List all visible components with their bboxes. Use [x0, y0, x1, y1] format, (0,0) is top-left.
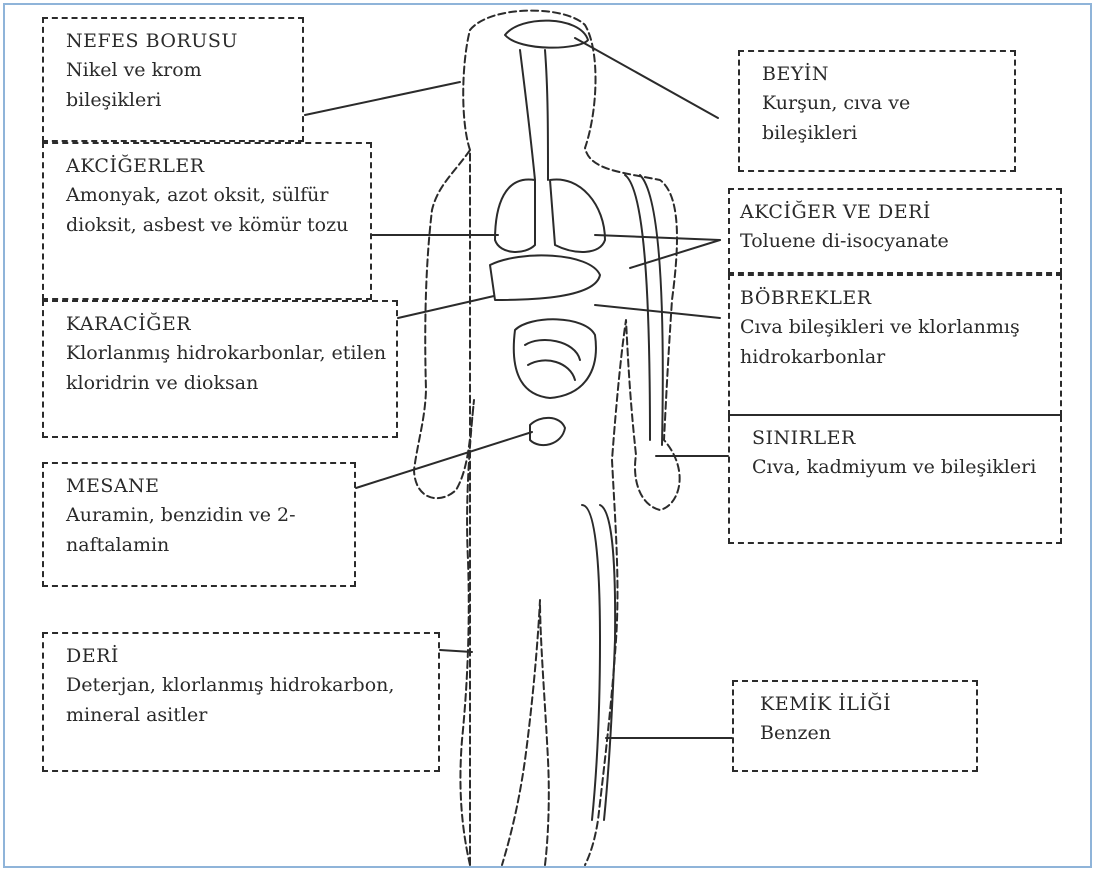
label-desc: Kurşun, cıva ve bileşikleri: [762, 89, 1006, 148]
label-title: NEFES BORUSU: [66, 27, 294, 56]
label-mesane: MESANE Auramin, benzidin ve 2-naftalamin: [42, 462, 356, 587]
label-beyin: BEYİN Kurşun, cıva ve bileşikleri: [738, 50, 1016, 172]
label-desc: Amonyak, azot oksit, sülfür dioksit, asb…: [66, 181, 362, 240]
label-karaciger: KARACİĞER Klorlanmış hidrokarbonlar, eti…: [42, 300, 398, 438]
label-desc: Benzen: [760, 719, 968, 748]
leader-nefes: [305, 82, 460, 115]
label-bobrekler: BÖBREKLER Cıva bileşikleri ve klorlanmış…: [728, 274, 1062, 416]
label-desc: Cıva, kadmiyum ve bileşikleri: [752, 453, 1052, 482]
label-title: AKCİĞER VE DERİ: [740, 198, 1052, 227]
label-title: DERİ: [66, 642, 430, 671]
brain-outline: [505, 21, 588, 48]
label-title: MESANE: [66, 472, 346, 501]
label-title: BÖBREKLER: [740, 284, 1052, 313]
label-kemik-iligi: KEMİK İLİĞİ Benzen: [732, 680, 978, 772]
label-nefes-borusu: NEFES BORUSU Nikel ve krom bileşikleri: [42, 17, 304, 142]
label-title: KARACİĞER: [66, 310, 388, 339]
leader-mesane: [356, 432, 532, 488]
label-desc: Nikel ve krom bileşikleri: [66, 56, 294, 115]
intestines-outline: [514, 319, 596, 398]
label-title: AKCİĞERLER: [66, 152, 362, 181]
windpipe-outline: [520, 50, 548, 180]
label-desc: Klorlanmış hidrokarbonlar, etilen klorid…: [66, 339, 388, 398]
label-sinirler: SINIRLER Cıva, kadmiyum ve bileşikleri: [728, 416, 1062, 544]
label-desc: Toluene di-isocyanate: [740, 227, 1052, 256]
label-desc: Cıva bileşikleri ve klorlanmış hidrokarb…: [740, 313, 1052, 372]
label-desc: Deterjan, klorlanmış hidrokarbon, minera…: [66, 671, 430, 730]
label-desc: Auramin, benzidin ve 2-naftalamin: [66, 501, 346, 560]
leader-bobrekler: [595, 305, 720, 318]
leg-bone-outline: [582, 505, 615, 820]
label-title: SINIRLER: [752, 424, 1052, 453]
label-title: BEYİN: [762, 60, 1006, 89]
liver-outline: [490, 255, 600, 300]
label-deri: DERİ Deterjan, klorlanmış hidrokarbon, m…: [42, 632, 440, 772]
label-akciger-ve-deri: AKCİĞER VE DERİ Toluene di-isocyanate: [728, 188, 1062, 274]
leader-karaciger: [398, 296, 494, 318]
label-akcigerler: AKCİĞERLER Amonyak, azot oksit, sülfür d…: [42, 142, 372, 300]
lungs-outline: [495, 179, 605, 252]
label-title: KEMİK İLİĞİ: [760, 690, 968, 719]
bladder-outline: [530, 418, 565, 445]
